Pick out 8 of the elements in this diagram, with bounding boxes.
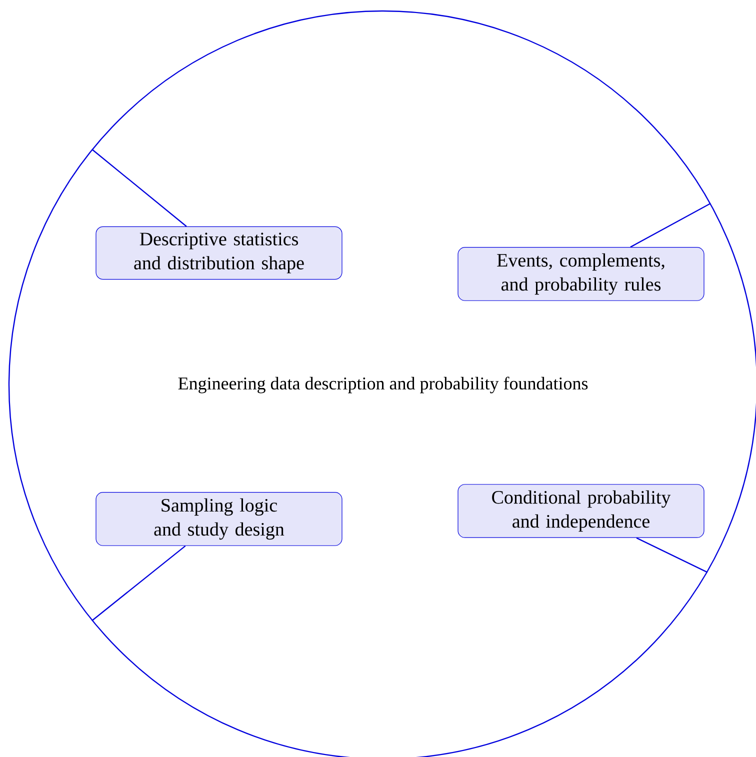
connector-line <box>636 537 708 573</box>
connector-line <box>630 202 711 248</box>
connector-line <box>92 545 186 622</box>
topic-box: Conditional probability and independence <box>458 484 704 538</box>
topic-box: Descriptive statistics and distribution shape <box>96 226 342 280</box>
topic-box: Sampling logic and study design <box>96 492 342 546</box>
connector-line <box>92 148 187 227</box>
topic-box: Events, complements, and probability rules <box>458 247 704 301</box>
